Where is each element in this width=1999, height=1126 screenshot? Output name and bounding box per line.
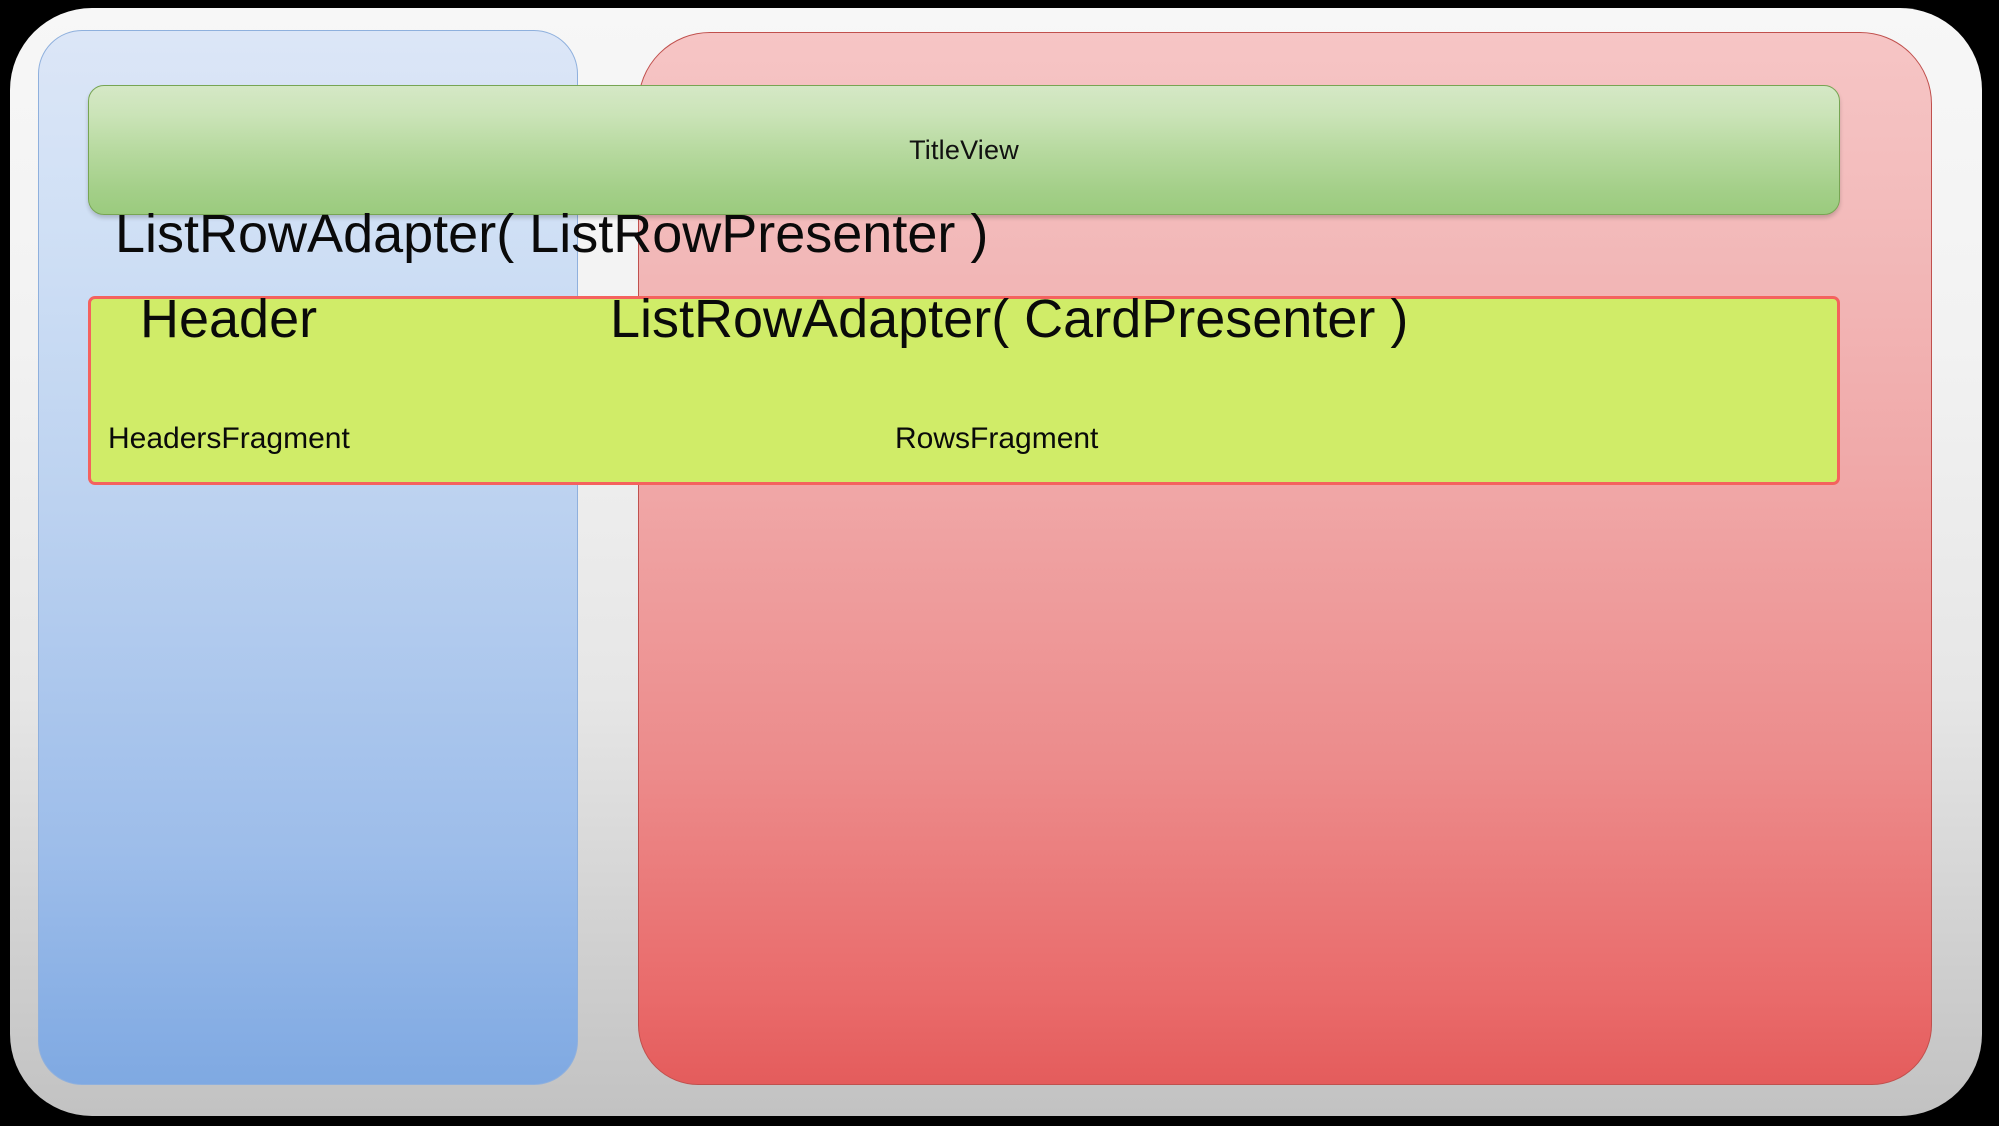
listrowadapter-listrowpresenter-label: ListRowAdapter( ListRowPresenter ) [115, 204, 989, 264]
title-view-bar[interactable]: TitleView [88, 85, 1840, 215]
listrow-adapter-box[interactable] [88, 296, 1840, 485]
listrowadapter-cardpresenter-label: ListRowAdapter( CardPresenter ) [610, 289, 1409, 349]
header-label: Header [140, 289, 318, 349]
rows-fragment-label: RowsFragment [895, 422, 1099, 455]
title-view-label: TitleView [909, 134, 1019, 165]
headers-fragment-label: HeadersFragment [108, 422, 350, 455]
